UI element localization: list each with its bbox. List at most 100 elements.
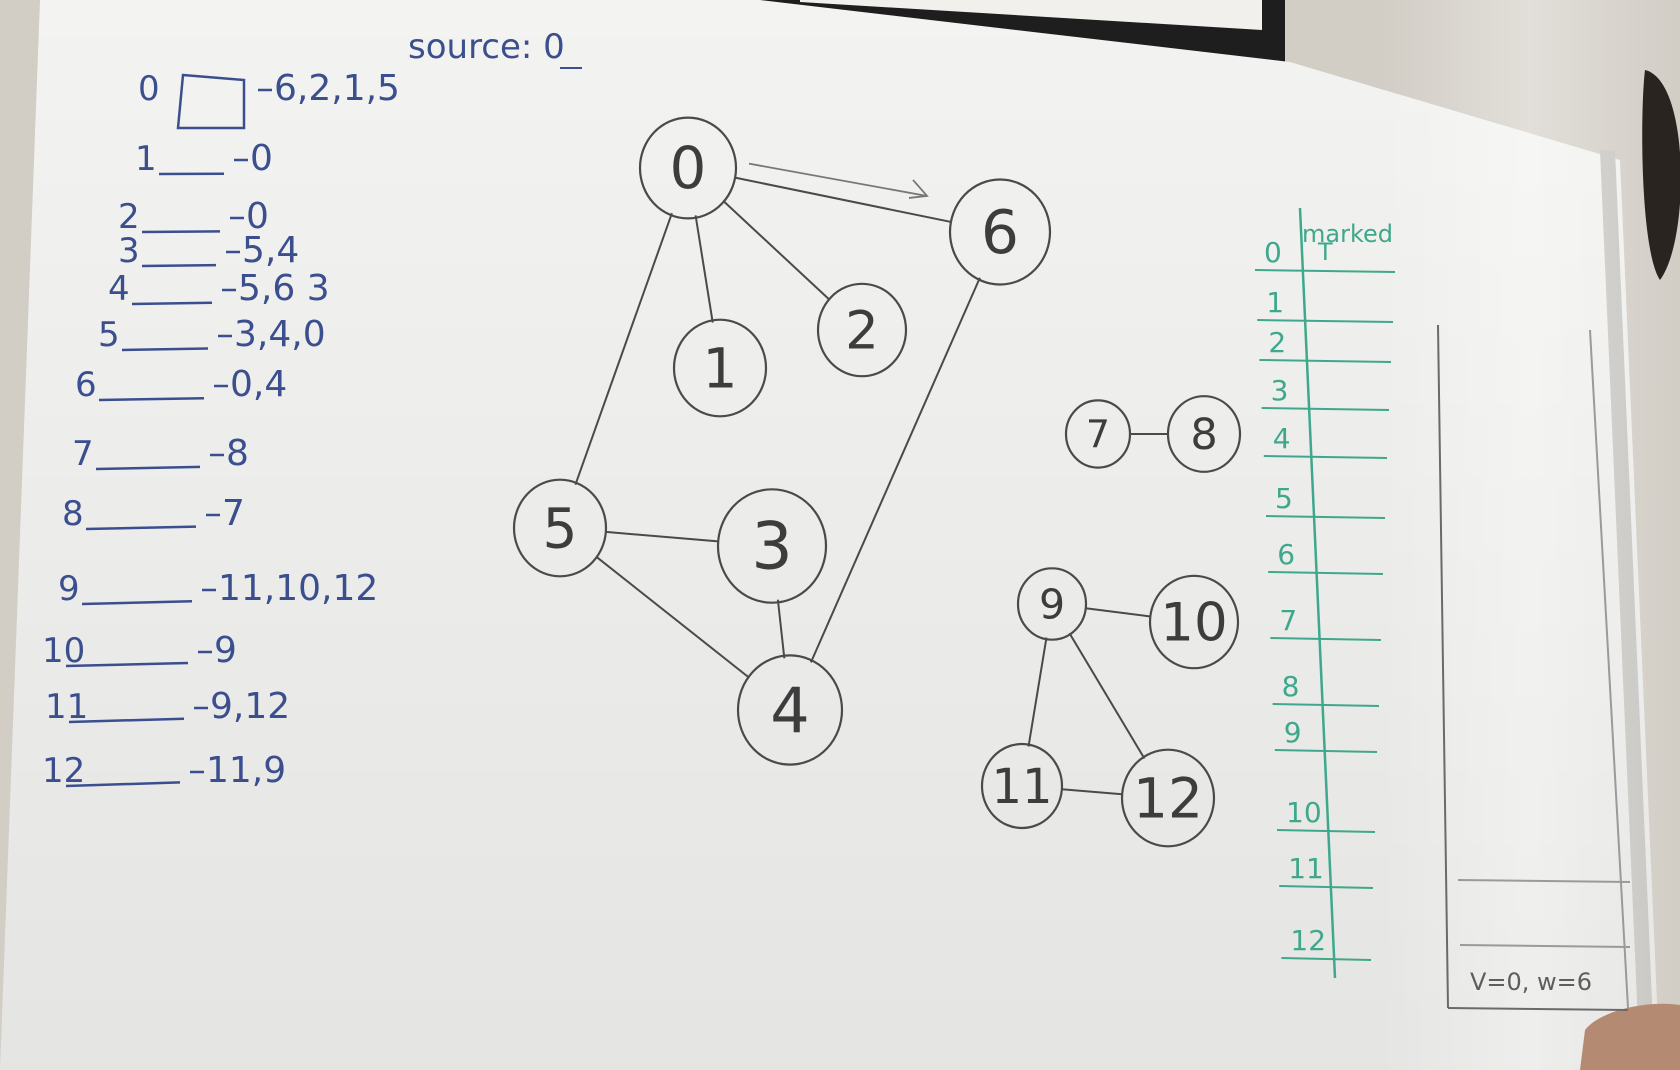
- node-circle: [736, 654, 844, 766]
- adjacency-cell-line: [98, 396, 205, 402]
- edge-0-1: [694, 215, 714, 323]
- node-circle: [716, 488, 828, 604]
- graph-node-7: 7: [1064, 399, 1132, 469]
- marked-row-index-7: 7: [1279, 604, 1297, 637]
- adjacency-neighbors-0: 6,2,1,5: [274, 68, 400, 109]
- adjacency-cell-box: [176, 73, 246, 130]
- marked-row-line: [1274, 749, 1378, 753]
- adjacency-index-9: 9: [58, 569, 80, 609]
- edge-9-12: [1068, 632, 1146, 760]
- edge-3-4: [776, 599, 786, 659]
- light-glare: [1380, 0, 1680, 1070]
- adjacency-neighbors-6: 0,4: [230, 364, 287, 405]
- node-label: 12: [1133, 766, 1203, 830]
- marked-row-index-9: 9: [1284, 716, 1302, 749]
- node-label: 11: [991, 759, 1052, 815]
- graph-node-3: 3: [716, 488, 828, 604]
- person-hand: [1580, 1003, 1680, 1070]
- node-label: 1: [703, 336, 738, 400]
- adjacency-cell-line: [81, 600, 193, 606]
- adjacency-cell-line: [85, 525, 197, 531]
- marked-row-index-2: 2: [1268, 326, 1286, 359]
- adjacency-neighbors-3: 5,4: [242, 230, 299, 271]
- graph-node-11: 11: [980, 742, 1064, 830]
- adjacency-index-12: 12: [42, 751, 85, 791]
- adjacency-index-11: 11: [45, 687, 88, 727]
- picture-frame-mat: [800, 0, 1262, 30]
- adjacency-index-8: 8: [62, 494, 84, 534]
- marked-row-index-0: 0: [1264, 236, 1282, 269]
- node-label: 3: [751, 510, 792, 585]
- node-label: 6: [981, 198, 1019, 268]
- adjacency-neighbors-1: 0: [250, 138, 273, 179]
- call-stack: V=0, w=6: [1437, 324, 1631, 1011]
- node-circle: [638, 116, 738, 220]
- marked-row-line: [1279, 885, 1374, 889]
- marked-row-index-3: 3: [1271, 374, 1289, 407]
- marked-row-line: [1254, 269, 1396, 273]
- adjacency-index-5: 5: [98, 315, 120, 355]
- adjacency-neighbors-8: 7: [222, 493, 245, 534]
- adjacency-neighbors-4: 5,6 3: [238, 268, 330, 309]
- node-label: 5: [543, 496, 578, 560]
- marked-row-index-12: 12: [1290, 924, 1326, 957]
- node-label: 10: [1160, 592, 1227, 653]
- marked-row-index-10: 10: [1286, 796, 1322, 829]
- node-label: 2: [845, 300, 879, 361]
- node-circle: [948, 178, 1052, 286]
- node-circle: [1148, 574, 1240, 670]
- node-circle: [512, 478, 608, 578]
- graph-node-0: 0: [638, 116, 738, 220]
- adjacency-neighbors-10: 9: [214, 630, 237, 671]
- marked-row-line: [1263, 455, 1388, 459]
- edge-11-12: [1061, 788, 1123, 796]
- marked-row-line: [1268, 571, 1384, 575]
- edge-0-5: [574, 212, 673, 485]
- adjacency-cell-line: [141, 230, 221, 234]
- node-circle: [1064, 399, 1132, 469]
- marked-row-line: [1272, 703, 1380, 707]
- person-hair: [1642, 70, 1680, 280]
- marked-header: marked: [1302, 220, 1393, 248]
- adjacency-index-3: 3: [118, 231, 140, 271]
- graph-edges: [574, 162, 1168, 796]
- adjacency-cell-line: [65, 781, 181, 788]
- adjacency-neighbors-9: 11,10,12: [218, 568, 378, 609]
- edge-0-6: [734, 176, 952, 223]
- source-text: source: 0: [408, 27, 565, 67]
- marked-row-index-8: 8: [1282, 670, 1300, 703]
- marked-divider: [1298, 207, 1337, 979]
- stack-right-wall: [1589, 329, 1629, 1009]
- adjacency-index-0: 0: [138, 69, 160, 109]
- adjacency-cell-line: [141, 263, 217, 268]
- edge-5-3: [605, 530, 719, 543]
- adjacency-cell-line: [95, 465, 201, 471]
- node-label: 8: [1190, 410, 1217, 460]
- graph-node-10: 10: [1148, 574, 1240, 670]
- marked-row-line: [1276, 829, 1376, 833]
- adjacency-index-7: 7: [72, 434, 94, 474]
- node-circle: [1120, 748, 1216, 848]
- node-circle: [980, 742, 1064, 830]
- graph-node-9: 9: [1016, 567, 1088, 641]
- graph-node-4: 4: [736, 654, 844, 766]
- adjacency-cell-line: [68, 717, 185, 724]
- adjacency-index-2: 2: [118, 197, 140, 237]
- graph-node-12: 12: [1120, 748, 1216, 848]
- adjacency-cell-line: [65, 661, 189, 668]
- adjacency-neighbors-2: 0: [246, 196, 269, 237]
- node-label: 7: [1086, 412, 1110, 456]
- edge-6-4: [810, 277, 981, 663]
- adjacency-cell-line: [121, 347, 209, 352]
- edge-5-4: [595, 555, 750, 679]
- traversal-arrow-head: [908, 179, 929, 199]
- graph-node-8: 8: [1166, 395, 1242, 473]
- marked-row-line: [1259, 359, 1392, 363]
- adjacency-neighbors-5: 3,4,0: [234, 314, 326, 355]
- marked-row-line: [1270, 637, 1382, 641]
- graph-node-2: 2: [816, 282, 908, 378]
- marked-row-line: [1257, 319, 1394, 323]
